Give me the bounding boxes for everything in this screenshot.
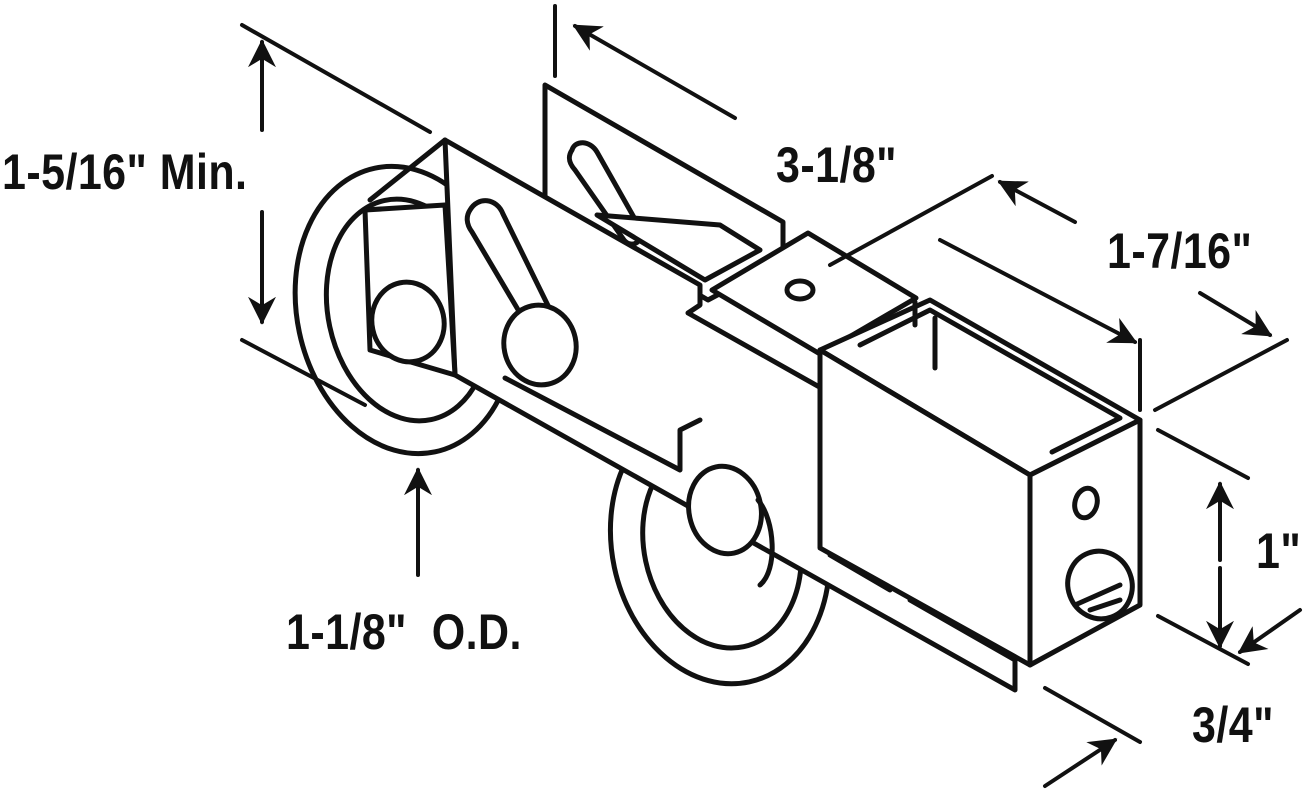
housing-height-dimension-label: 1"	[1256, 523, 1302, 579]
top-bracket	[709, 230, 919, 357]
housing-width-dimension-label: 3/4"	[1192, 697, 1274, 753]
depth-dimension-label: 1-7/16"	[1107, 223, 1253, 279]
height-dimension-label: 1-5/16" Min.	[2, 144, 248, 200]
main-plate	[362, 137, 1018, 693]
depth-dimension	[828, 174, 1289, 412]
housing-block	[817, 297, 1143, 668]
length-dimension-label: 3-1/8"	[776, 137, 897, 193]
wheel-od-dimension-label: 1-1/8" O.D.	[286, 604, 522, 660]
housing-width-dimension	[1043, 608, 1302, 788]
housing-height-dimension	[1156, 428, 1250, 666]
length-dimension	[553, 4, 737, 120]
height-dimension	[240, 23, 432, 407]
